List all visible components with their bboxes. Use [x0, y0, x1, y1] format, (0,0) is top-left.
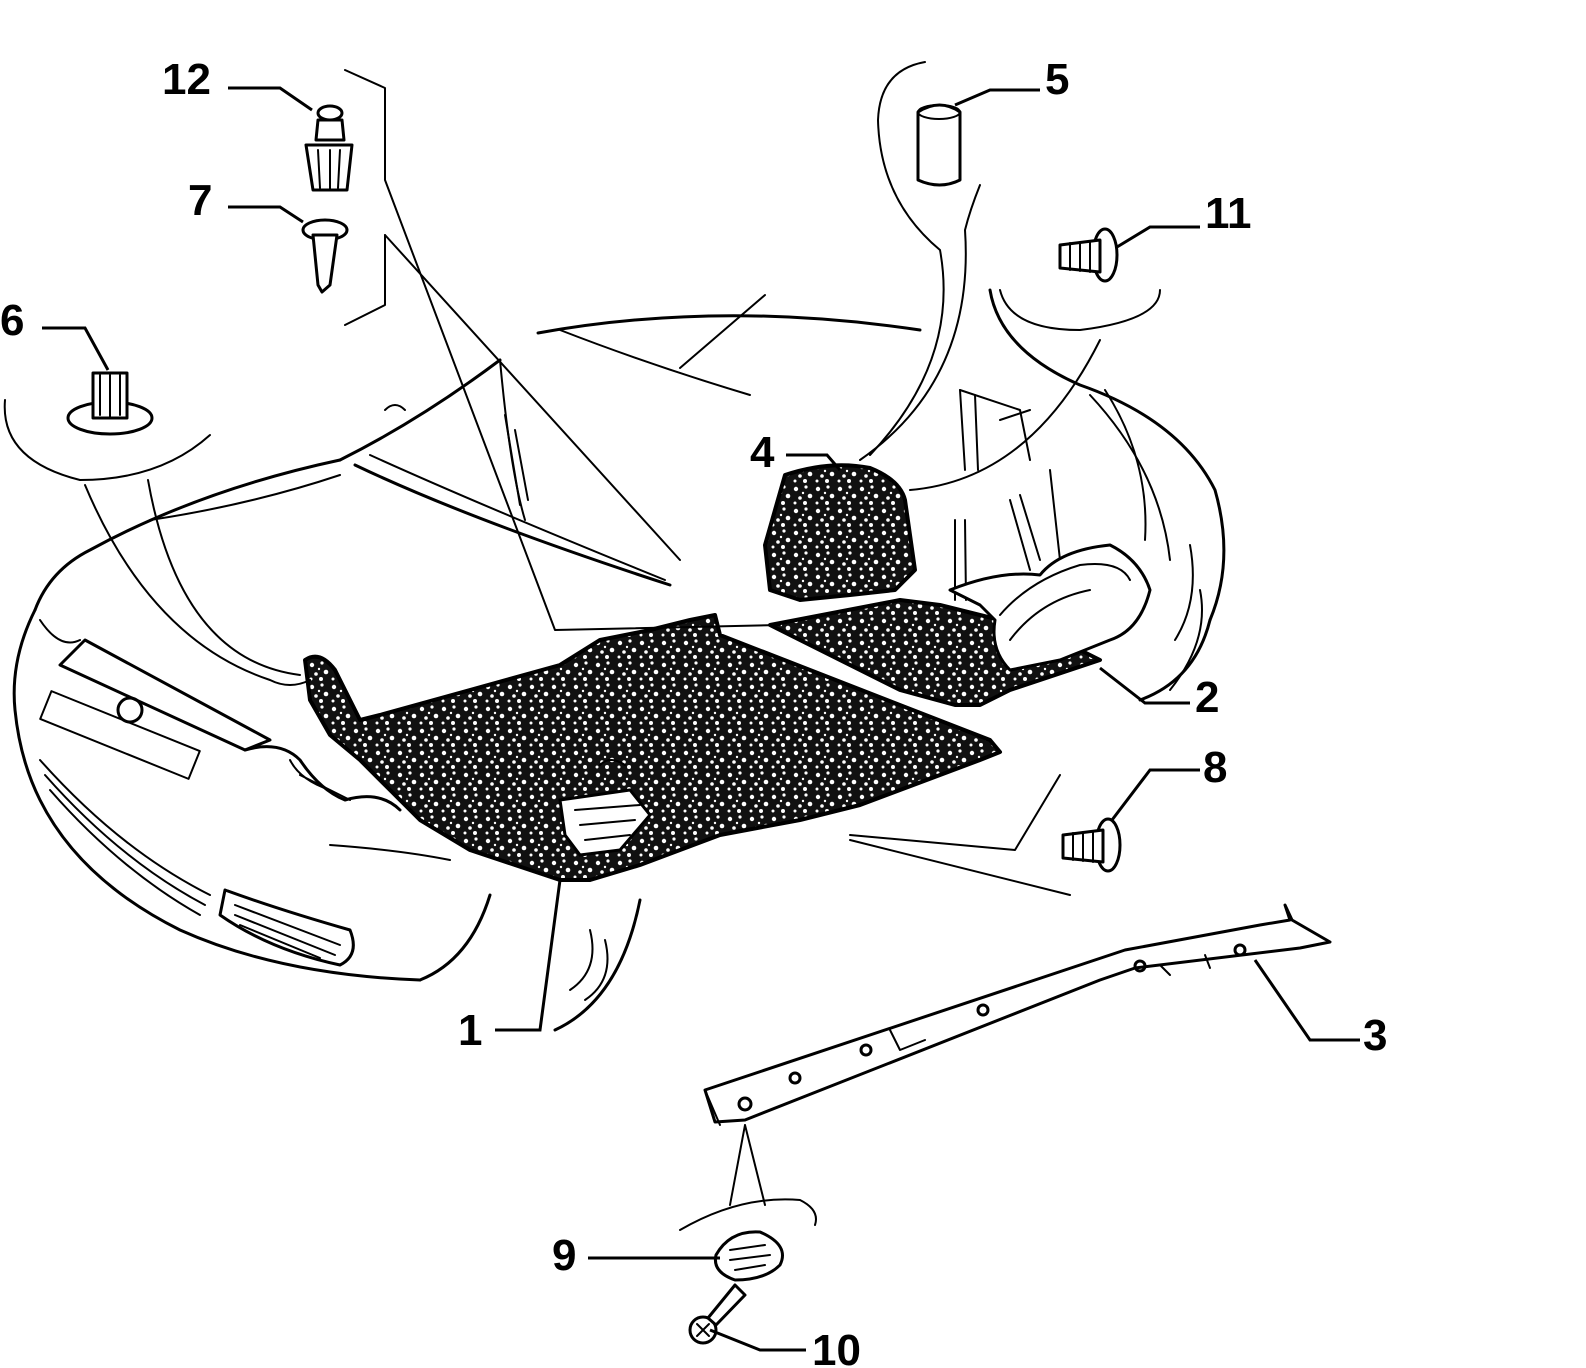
callout-12: 12 — [162, 55, 211, 104]
screw-11 — [1058, 227, 1119, 283]
callout-7: 7 — [188, 176, 212, 225]
screw-10 — [688, 1283, 747, 1345]
clip-9 — [713, 1230, 784, 1282]
callout-3: 3 — [1363, 1011, 1387, 1060]
callout-6: 6 — [0, 296, 24, 345]
cap-5 — [916, 103, 962, 187]
plug-6 — [66, 371, 154, 436]
callout-9: 9 — [552, 1231, 576, 1280]
clip-7 — [301, 218, 349, 294]
floor-carpet-rear — [768, 543, 1152, 707]
leader-lines — [42, 86, 1360, 1352]
callout-1: 1 — [458, 1006, 482, 1055]
callout-10: 10 — [812, 1326, 861, 1368]
screw-8 — [1061, 817, 1122, 873]
sill-trim-strip — [703, 903, 1332, 1126]
floor-carpet-front — [303, 613, 1002, 882]
clip-12 — [304, 104, 354, 192]
detail-arcs — [3, 61, 1161, 1231]
callout-4: 4 — [750, 428, 775, 477]
callout-8: 8 — [1203, 743, 1227, 792]
callout-5: 5 — [1045, 55, 1069, 104]
car-body-outline — [12, 288, 1226, 1032]
callout-11: 11 — [1205, 189, 1252, 238]
sound-insulation-block — [763, 463, 917, 602]
callout-2: 2 — [1195, 673, 1219, 722]
